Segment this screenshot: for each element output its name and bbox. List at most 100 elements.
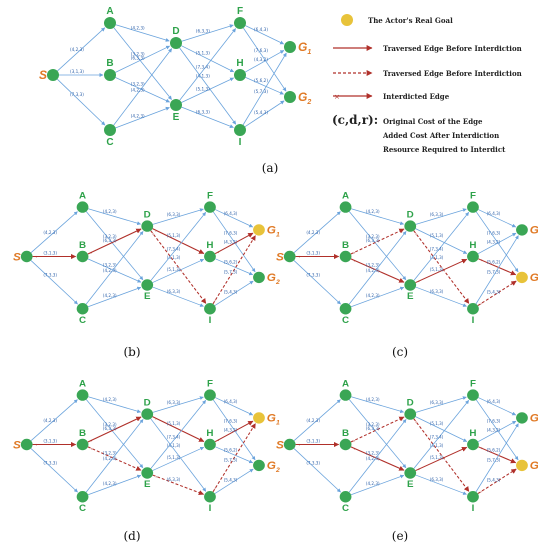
edge-label: (4,3,2): [224, 239, 238, 244]
edge-label: (4,2,3): [103, 293, 117, 298]
edge-label: (6,4,3): [224, 399, 238, 404]
edge-label: (5,1,3): [196, 86, 210, 91]
node-label-S: S: [276, 251, 284, 263]
node-label-E: E: [144, 479, 151, 490]
edge-F-G1: [478, 209, 517, 228]
panel-d: (4,2,3)›(3,1,3)(7,3,3)(4,2,3)(3,2,3)›(6,…: [13, 379, 280, 514]
node-label-I: I: [209, 503, 212, 514]
edge-label: (3,2,3): [103, 234, 117, 239]
edge-label: (4,2,3): [306, 230, 320, 235]
traversed-mark: ›: [155, 417, 157, 422]
edge-C-D: [113, 48, 173, 126]
edge-label: (5,1,3): [167, 421, 181, 426]
node-label-B: B: [106, 58, 113, 69]
edge-I-G2: [214, 280, 254, 306]
edge-I-G1: [242, 52, 287, 126]
node-H: [467, 438, 479, 451]
node-label-E: E: [144, 291, 151, 302]
node-B: [339, 438, 352, 451]
traversed-mark: ›: [415, 420, 417, 425]
edge-D-F: [181, 24, 234, 42]
traversed-mark: ›: [152, 232, 154, 237]
edge-label: (4,2,3): [103, 397, 117, 402]
edge-label: (5,7,3): [224, 458, 238, 463]
node-label-B: B: [79, 240, 86, 251]
edge-label: (4,2,3): [43, 418, 57, 423]
edge-label: (6,4,3): [254, 27, 268, 32]
edge-S-A: [57, 27, 106, 72]
edge-label: (6,3,3): [430, 400, 444, 405]
edge-label: (4,2,3): [366, 456, 380, 461]
legend-traversed-dashed: Traversed Edge Before Interdiction: [383, 69, 522, 78]
edge-H-G2: [478, 446, 517, 464]
edge-C-D: [85, 231, 144, 305]
traversed-mark: ›: [90, 251, 92, 256]
edge-C-D: [348, 419, 407, 493]
edge-E-H: [152, 446, 205, 471]
node-E: [404, 467, 417, 479]
edge-label: (4,2,3): [366, 293, 380, 298]
edge-label: (4,2,3): [103, 209, 117, 214]
node-D: [141, 408, 154, 420]
edge-A-D: [351, 396, 405, 413]
edge-label: (7,3,4): [167, 246, 181, 251]
edge-label: (3,2,3): [366, 263, 380, 268]
node-I: [234, 124, 246, 136]
edge-H-G1: [214, 232, 254, 255]
edge-E-I: [152, 474, 205, 496]
node-S: [283, 438, 296, 451]
edge-B-E: [350, 446, 405, 471]
node-F: [204, 389, 216, 401]
node-D: [404, 220, 417, 232]
node-F: [467, 389, 479, 401]
edge-label: (3,2,3): [366, 234, 380, 239]
edge-label: (5,1,3): [167, 455, 181, 460]
node-I: [204, 303, 216, 315]
edge-D-I: [150, 418, 207, 492]
node-S: [283, 250, 296, 263]
traversed-mark: ›: [36, 255, 38, 260]
node-label-G2: G2: [530, 272, 538, 286]
edge-E-H: [152, 258, 205, 283]
edge-H-G1: [477, 420, 517, 443]
edge-E-H: [415, 446, 468, 472]
edge-label: (5,6,2): [487, 447, 501, 452]
traversed-mark: ›: [90, 447, 92, 452]
edge-label: (4,2,3): [43, 230, 57, 235]
edge-label: (5,7,3): [487, 270, 501, 275]
panel-caption-a: (a): [262, 161, 279, 175]
edge-label: (5,6,2): [224, 259, 238, 264]
edge-E-F: [413, 400, 470, 469]
edge-label: (3,2,3): [131, 82, 145, 87]
edge-A-E: [85, 399, 144, 469]
edge-label: (5,6,2): [487, 259, 501, 264]
panels-layer: (4,2,3)(3,1,3)(7,3,3)(4,2,3)(3,2,3)(6,3,…: [13, 6, 538, 543]
edge-B-D: [115, 45, 171, 73]
edge-I-G2: [477, 280, 517, 307]
edge-C-E: [87, 474, 142, 496]
panel-caption-e: (e): [392, 529, 408, 543]
node-I: [467, 491, 479, 503]
node-A: [76, 201, 89, 213]
node-label-I: I: [472, 315, 475, 326]
traversed-mark: ›: [155, 229, 157, 234]
node-F: [234, 17, 246, 29]
edge-label: (6,4,3): [487, 399, 501, 404]
edge-E-F: [413, 212, 470, 281]
edge-label: (4,1,3): [430, 255, 444, 260]
edge-label: (3,2,3): [103, 451, 117, 456]
traversed-mark: ›: [218, 438, 220, 443]
node-label-F: F: [207, 379, 213, 390]
node-label-A: A: [79, 191, 86, 202]
edge-S-A: [30, 399, 78, 441]
node-label-A: A: [79, 379, 86, 390]
edge-label: (5,7,3): [254, 89, 268, 94]
node-C: [104, 124, 116, 136]
node-G1: [516, 412, 528, 424]
edge-I-G1: [475, 423, 519, 493]
node-label-F: F: [207, 191, 213, 202]
edge-F-G1: [245, 25, 285, 45]
edge-label: (4,2,3): [103, 456, 117, 461]
panel-a: (4,2,3)(3,1,3)(7,3,3)(4,2,3)(3,2,3)(6,3,…: [39, 6, 311, 148]
